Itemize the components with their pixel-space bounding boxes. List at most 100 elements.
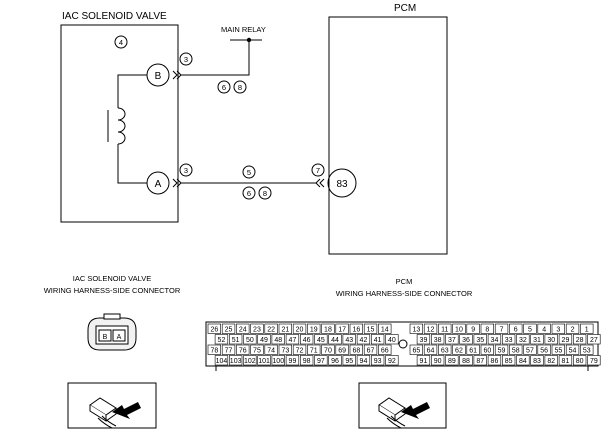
pcm-pin-cell [243,334,257,345]
pcm-pin-93: 93 [374,358,382,365]
pcm-pin-cell [537,323,551,334]
pcm-connector-key [398,339,408,349]
pcm-pin-cell [236,344,250,355]
pcm-pin-104: 104 [216,358,228,365]
pcm-pin-76: 76 [239,348,247,355]
pcm-box [328,16,448,255]
pcm-pin-cell [516,334,530,345]
pcm-pin-cell [487,355,502,366]
pcm-pin-92: 92 [388,358,396,365]
pcm-pin-75: 75 [253,348,261,355]
pcm-pin-40: 40 [388,337,396,344]
pcm-pin-91: 91 [420,358,428,365]
pcm-pin-cell [378,344,392,355]
valve-pin-b: B [103,334,108,341]
valve-connector-title: IAC SOLENOID VALVE [73,274,152,283]
pcm-pin-20: 20 [296,327,304,334]
terminal-b-label: B [155,71,162,82]
pcm-pin-cell [473,334,487,345]
pcm-pin-87: 87 [476,358,484,365]
pcm-pin-39: 39 [420,337,428,344]
valve-connector-face [87,313,137,351]
pcm-pin-cell [278,323,292,334]
callout-8-bot: 8 [263,189,267,198]
pcm-pin-cell [385,334,399,345]
pcm-pin-26: 26 [210,327,218,334]
pcm-pin-cell [299,334,314,345]
pcm-pin-cell [370,334,385,345]
pcm-pin-cell [501,334,516,345]
pcm-pin-11: 11 [441,327,448,334]
pcm-pin-cell [292,344,307,355]
pcm-pin-55: 55 [554,348,562,355]
pcm-pin-100: 100 [272,358,284,365]
pcm-pin-cell [307,344,321,355]
pcm-pin-cell [445,355,459,366]
pcm-pin-cell [430,334,445,345]
pcm-pin-cell [349,344,363,355]
pcm-pin-cell [480,323,494,334]
pcm-pin-78: 78 [210,348,218,355]
pcm-pin-80: 80 [576,358,584,365]
pcm-pin-cell [335,344,349,355]
pcm-pin-cell [271,334,285,345]
pcm-pin-62: 62 [455,348,463,355]
pcm-pin-24: 24 [239,327,247,334]
pcm-pin-34: 34 [491,337,499,344]
pcm-pin-cell [587,334,601,345]
pcm-pin-58: 58 [512,348,520,355]
callout-3-a-circle [179,163,193,177]
pcm-title: PCM [394,3,416,14]
pcm-pin-cell [314,355,328,366]
valve-pin-a: A [117,334,122,341]
pcm-pin-14: 14 [381,327,389,334]
pcm-pin-66: 66 [381,348,389,355]
pcm-pin-cell [349,323,363,334]
terminal-a-label: A [155,179,162,190]
pcm-pin-cell [523,323,537,334]
pcm-pin-cell [257,355,271,366]
pcm-pin-94: 94 [360,358,368,365]
pcm-pin-cell [466,344,480,355]
pcm-pin-98: 98 [303,358,311,365]
pcm-pin-77: 77 [225,348,233,355]
pcm-pin-2: 2 [571,327,575,334]
pcm-pin-73: 73 [281,348,289,355]
main-relay-label: MAIN RELAY [221,25,266,34]
pcm-pin-57: 57 [526,348,534,355]
pcm-pin-cell [292,323,307,334]
pcm-pin-cell [264,344,278,355]
pcm-pin-48: 48 [274,337,282,344]
valve-connector-subtitle: WIRING HARNESS-SIDE CONNECTOR [44,286,181,295]
valve-title: IAC SOLENOID VALVE [62,11,167,22]
pcm-pin-81: 81 [562,358,570,365]
pcm-pin-86: 86 [491,358,499,365]
pcm-pin-36: 36 [462,337,470,344]
pcm-pin-6: 6 [514,327,518,334]
callout-8-top-circle [233,80,247,94]
pcm-pin-cell [452,323,466,334]
pcm-pin-45: 45 [317,337,325,344]
pcm-pin-69: 69 [338,348,346,355]
pcm-pin-cell [342,355,356,366]
callout-8-top: 8 [238,83,242,92]
callout-7: 7 [316,166,320,175]
pcm-probe-icon [358,382,447,429]
pcm-pin-41: 41 [374,337,382,344]
pcm-pin-cell [250,323,264,334]
pcm-pin-67: 67 [367,348,375,355]
pcm-pin-7: 7 [500,327,504,334]
pcm-pin-70: 70 [324,348,332,355]
pcm-pin-33: 33 [505,337,513,344]
pcm-pin-4: 4 [542,327,546,334]
pcm-pin-cell [480,344,494,355]
pcm-pin-43: 43 [345,337,353,344]
pcm-pin-cell [285,355,300,366]
pcm-pin-cell [221,344,236,355]
callout-5-circle [242,165,256,179]
pcm-pin-cell [257,334,271,345]
pcm-pin-cell [466,323,480,334]
pcm-pin-cell [580,344,594,355]
callout-5: 5 [247,168,251,177]
pcm-pin-60: 60 [483,348,491,355]
